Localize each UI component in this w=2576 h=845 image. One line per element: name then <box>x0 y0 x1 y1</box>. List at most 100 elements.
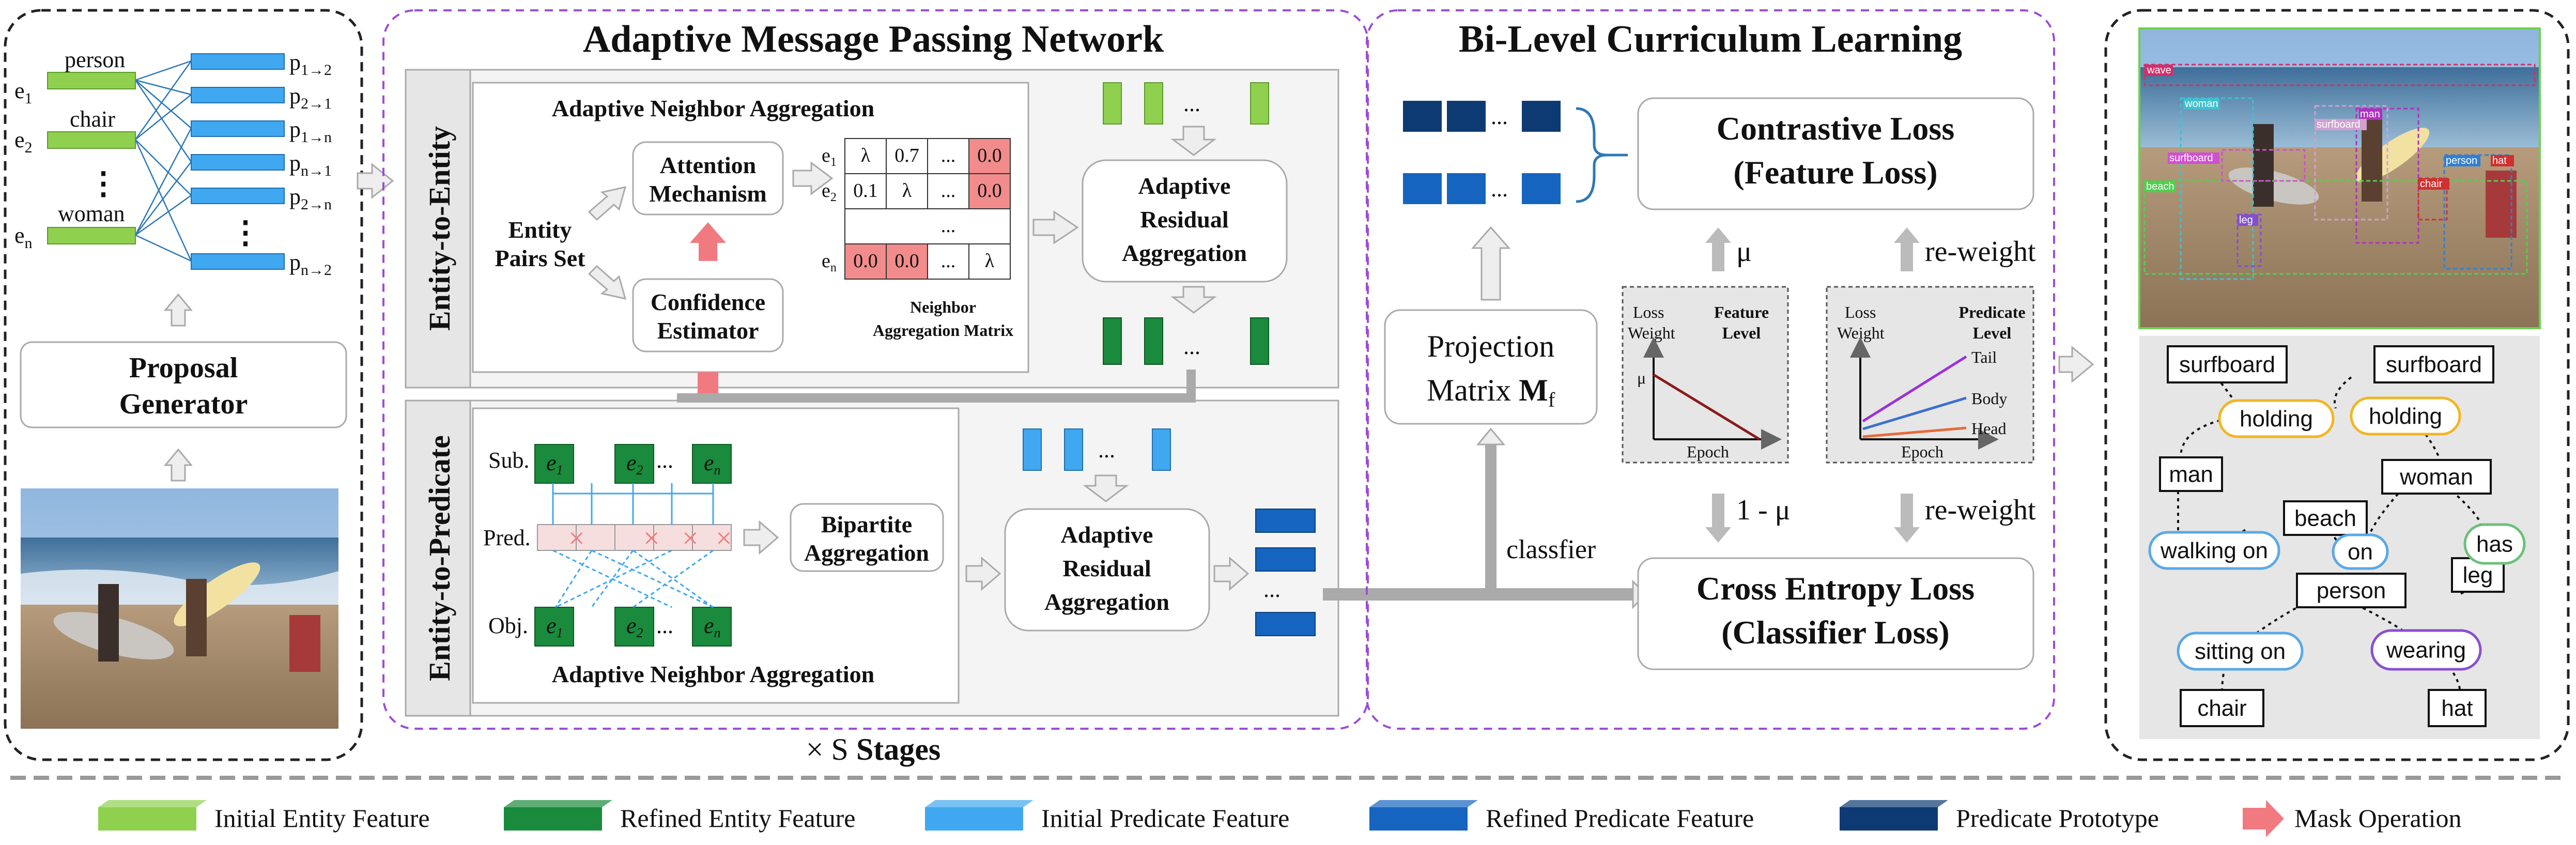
legend-mask-arrow <box>2243 800 2284 837</box>
e2p-entity-var: en <box>704 450 721 478</box>
sg-node-label: leg <box>2463 563 2493 588</box>
input-image <box>21 488 338 729</box>
projection-box <box>1384 309 1598 425</box>
e2p-ana-title: Adaptive Neighbor Aggregation <box>552 661 874 687</box>
feature-xlabel: Epoch <box>1687 442 1729 461</box>
sg-relation-label: holding <box>2369 404 2442 429</box>
dots-e2e-top: ... <box>1183 91 1200 116</box>
predicate-bar-4 <box>191 154 285 171</box>
sg-relation <box>2370 629 2482 671</box>
sg-node <box>2283 500 2368 536</box>
svg-text:surfboard: surfboard <box>2317 119 2361 130</box>
right-panel <box>2104 9 2570 761</box>
svg-text:wave: wave <box>2147 65 2171 76</box>
legend-label: Initial Entity Feature <box>214 804 430 833</box>
pred-ylabel-2: Weight <box>1837 324 1885 342</box>
entity-var-en: en <box>14 223 33 252</box>
arrow-reweight-top <box>1894 227 1920 271</box>
svg-text:×: × <box>716 523 732 555</box>
matrix-cell-text: ... <box>941 250 956 272</box>
arrow-proj-up <box>1471 226 1511 301</box>
dots-e2e-bottom: ... <box>1183 334 1200 359</box>
residual-e2p-line2: Residual <box>1062 555 1151 581</box>
left-vdots-predicate: ⋮ <box>230 216 261 250</box>
sg-relation-label: holding <box>2240 406 2313 432</box>
body-label: Body <box>1971 389 2007 408</box>
e2p-entity-cube <box>692 607 732 647</box>
entity-label-woman: woman <box>58 201 125 226</box>
bipartite-box <box>790 503 944 572</box>
legend-swatch <box>98 807 196 831</box>
legend-swatch <box>1840 807 1938 831</box>
residual-e2e-line3: Aggregation <box>1122 240 1247 266</box>
feature-title-1: Feature <box>1714 303 1769 321</box>
refined-predicate-cubes <box>1255 509 1316 636</box>
pred-title-2: Level <box>1973 324 2012 342</box>
reweight-top: re-weight <box>1925 236 2036 268</box>
obj-label: Obj. <box>488 613 528 638</box>
matrix-cell-text: 0.7 <box>894 145 919 166</box>
pred-var-3: p1→n <box>289 117 332 146</box>
e2p-entity-cube <box>534 444 574 484</box>
crossentropy-box <box>1637 557 2034 670</box>
matrix-cell-text: λ <box>985 250 995 272</box>
matrix-cell-text: 0.0 <box>894 250 919 272</box>
svg-text:person: person <box>2446 155 2477 166</box>
arrow-residual-refined <box>1170 286 1217 314</box>
legend-swatch <box>925 807 1023 831</box>
pred-var-1: p1→2 <box>289 50 332 79</box>
bcl-panel <box>1366 9 2055 730</box>
pred-label: Pred. <box>483 525 531 550</box>
pred-title-1: Predicate <box>1958 303 2025 321</box>
attention-box <box>632 141 784 216</box>
e2p-entity-cube <box>692 444 732 484</box>
svg-text:beach: beach <box>2146 181 2174 192</box>
feature-chart: Loss Weight Feature Level μ Epoch <box>1622 286 1789 464</box>
feature-ylabel-1: Loss <box>1633 303 1664 321</box>
predicate-bar-5 <box>191 188 285 204</box>
matrix-cell-text: 0.1 <box>853 180 878 202</box>
arrow-bipartite-residual <box>965 556 1001 591</box>
svg-text:×: × <box>568 523 585 555</box>
dots-obj: ... <box>656 613 673 638</box>
sg-node-label: woman <box>2399 465 2473 490</box>
legend-swatch-top <box>1840 800 1948 807</box>
arrow-proj-head <box>1476 427 1506 445</box>
refined-entity-cubes-top <box>1103 317 1269 365</box>
bipartite-lines <box>134 60 192 262</box>
predicate-bar-6 <box>191 253 285 270</box>
matrix-cell <box>968 173 1011 209</box>
sg-node <box>2296 573 2407 608</box>
feedback-arrow <box>677 370 1196 403</box>
entity-bar-n <box>47 227 136 244</box>
pred-ylabel-1: Loss <box>1845 303 1876 321</box>
feature-title-2: Level <box>1722 324 1761 342</box>
sg-relation-label: has <box>2476 532 2513 557</box>
predicate-bar-3 <box>191 120 285 137</box>
feature-mu: μ <box>1637 368 1646 387</box>
residual-e2p-line3: Aggregation <box>1044 589 1169 615</box>
predicate-bar-2 <box>191 87 285 103</box>
legend-label: Refined Predicate Feature <box>1486 804 1754 833</box>
e2p-side <box>405 400 471 717</box>
body-line <box>1862 396 1967 431</box>
proposal-line-2: Generator <box>119 388 248 420</box>
entity-bar-1 <box>47 72 136 89</box>
legend-swatch-top <box>504 800 612 807</box>
sg-node <box>2381 459 2492 495</box>
detected-image <box>2138 27 2541 329</box>
matrix-cell <box>886 243 928 280</box>
svg-text:leg: leg <box>2239 214 2253 226</box>
pred-var-4: pn→1 <box>289 150 332 179</box>
initial-entity-cubes-top <box>1103 82 1269 125</box>
svg-text:hat: hat <box>2492 155 2507 166</box>
residual-e2e-box <box>1082 159 1288 283</box>
up-arrow-image <box>163 448 193 482</box>
arrow-one-minus-mu <box>1705 494 1731 543</box>
mask-arrow-up <box>690 222 726 261</box>
confidence-box <box>632 278 784 352</box>
